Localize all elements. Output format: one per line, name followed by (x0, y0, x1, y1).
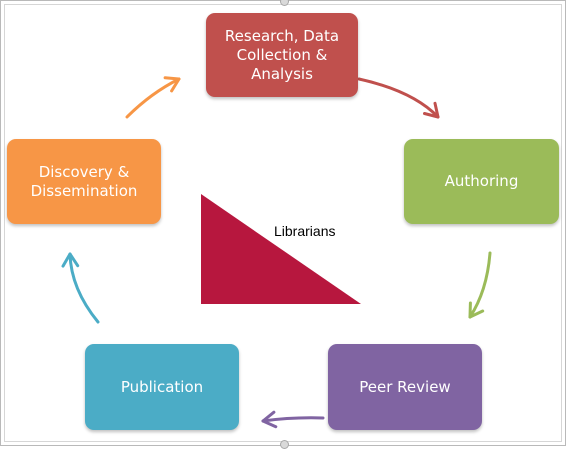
librarians-label: Librarians (274, 223, 336, 239)
arrowhead-authoring-to-peer_review (468, 301, 485, 319)
resize-handle-top[interactable] (280, 0, 289, 6)
arrow-discovery-to-research (125, 77, 181, 119)
arrow-authoring-to-peer_review (468, 251, 492, 319)
arrow-peer_review-to-publication (261, 416, 325, 423)
node-peer-review: Peer Review (328, 344, 482, 430)
node-discovery-dissemination: Discovery & Dissemination (7, 139, 161, 224)
arrowhead-publication-to-discovery (61, 252, 80, 268)
node-label: Research, Data Collection & Analysis (224, 26, 340, 83)
librarians-triangle (201, 194, 361, 304)
node-publication: Publication (85, 344, 239, 430)
node-label: Peer Review (359, 377, 451, 396)
node-label: Publication (120, 377, 204, 396)
node-label: Authoring (444, 172, 519, 190)
node-label: Discovery & Dissemination (30, 162, 138, 200)
arrow-publication-to-discovery (68, 252, 100, 324)
arrowhead-research-to-authoring (423, 101, 440, 119)
arrowhead-peer_review-to-publication (261, 410, 278, 429)
arrowhead-discovery-to-research (163, 76, 181, 93)
node-authoring: Authoring (404, 139, 559, 224)
arrow-research-to-authoring (357, 77, 440, 119)
node-research-data-collection-analysis: Research, Data Collection & Analysis (206, 13, 358, 97)
